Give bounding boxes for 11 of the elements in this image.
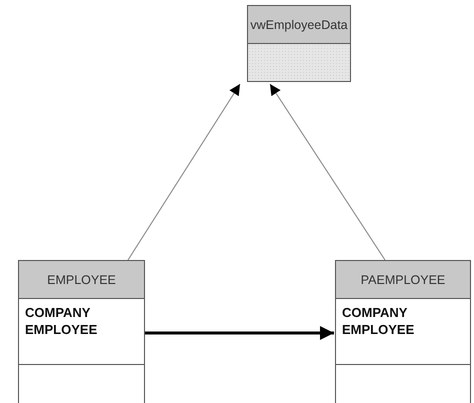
attribute-list: COMPANY EMPLOYEE [25,305,138,339]
arrow [128,84,240,260]
arrow [145,326,334,340]
class-name: EMPLOYEE [47,272,116,286]
attribute-list: COMPANY EMPLOYEE [342,305,464,339]
class-box [335,260,471,403]
arrow [270,84,386,260]
class-name: PAEMPLOYEE [360,272,446,286]
class-box [247,5,351,82]
class-name: vwEmployeeData [250,18,348,32]
class-box [18,260,145,403]
